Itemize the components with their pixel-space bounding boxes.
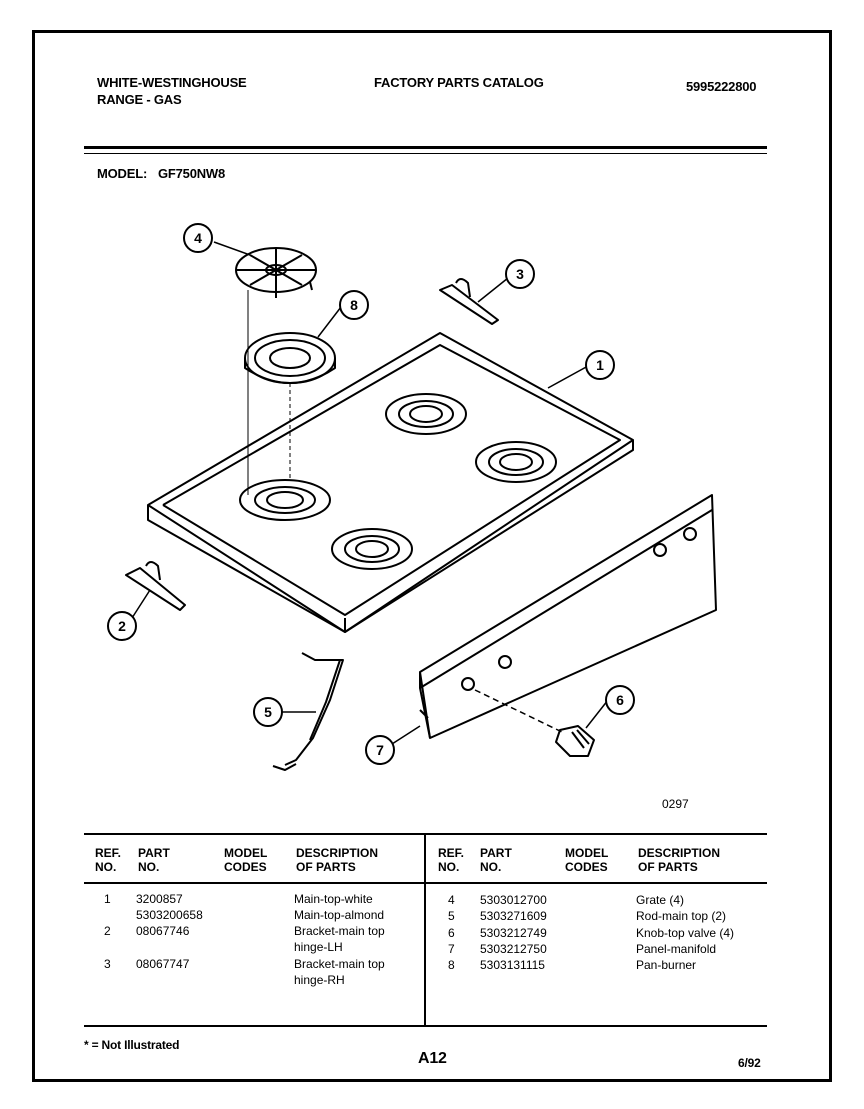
catalog-number: 5995222800 bbox=[686, 79, 757, 94]
bracket-rh-part bbox=[439, 278, 499, 325]
callout-label-3: 3 bbox=[516, 266, 524, 282]
knob-part bbox=[555, 725, 595, 757]
callout-label-1: 1 bbox=[596, 357, 604, 373]
burner-well-rear-left bbox=[239, 479, 331, 521]
product-type: RANGE - GAS bbox=[97, 92, 182, 107]
callout-circle-8 bbox=[339, 290, 369, 320]
callout-label-4: 4 bbox=[194, 230, 202, 246]
rod-main-top-part bbox=[272, 652, 344, 771]
callout-label-2: 2 bbox=[118, 618, 126, 634]
right-header-ref: REF.NO. bbox=[438, 846, 465, 874]
pan-burner-part bbox=[244, 332, 336, 384]
callout-circle-5 bbox=[253, 697, 283, 727]
callout-label-6: 6 bbox=[616, 692, 624, 708]
panel-manifold-part bbox=[419, 494, 717, 739]
table-column-divider bbox=[424, 833, 426, 1026]
bracket-lh-part bbox=[125, 561, 186, 611]
callout-label-8: 8 bbox=[350, 297, 358, 313]
callout-circle-6 bbox=[605, 685, 635, 715]
drawing-code: 0297 bbox=[662, 797, 689, 811]
catalog-title: FACTORY PARTS CATALOG bbox=[374, 75, 544, 90]
not-illustrated-note: * = Not Illustrated bbox=[84, 1038, 180, 1052]
burner-well-front-left bbox=[331, 528, 413, 570]
left-header-ref: REF.NO. bbox=[95, 846, 122, 874]
callout-circle-1 bbox=[585, 350, 615, 380]
table-bottom-rule bbox=[84, 1025, 767, 1027]
burner-well-front-right bbox=[475, 441, 557, 483]
callout-circle-3 bbox=[505, 259, 535, 289]
exploded-parts-diagram: 1 2 3 4 5 6 7 8 0297 bbox=[107, 223, 717, 811]
page-frame bbox=[32, 30, 832, 1082]
callout-label-5: 5 bbox=[264, 704, 272, 720]
page-number: A12 bbox=[418, 1050, 447, 1067]
model-number: GF750NW8 bbox=[158, 166, 226, 181]
callout-circle-7 bbox=[365, 735, 395, 765]
callout-circle-4 bbox=[183, 223, 213, 253]
header-rule-thick bbox=[84, 146, 767, 149]
model-label: MODEL: bbox=[97, 166, 148, 181]
burner-well-rear-right bbox=[385, 393, 467, 435]
grate-part bbox=[235, 247, 317, 298]
catalog-date: 6/92 bbox=[738, 1056, 761, 1070]
callout-label-7: 7 bbox=[376, 742, 384, 758]
callout-circle-2 bbox=[107, 611, 137, 641]
main-top-part bbox=[147, 332, 634, 633]
brand-name: WHITE-WESTINGHOUSE bbox=[97, 75, 247, 90]
header-rule-thin bbox=[84, 153, 767, 154]
